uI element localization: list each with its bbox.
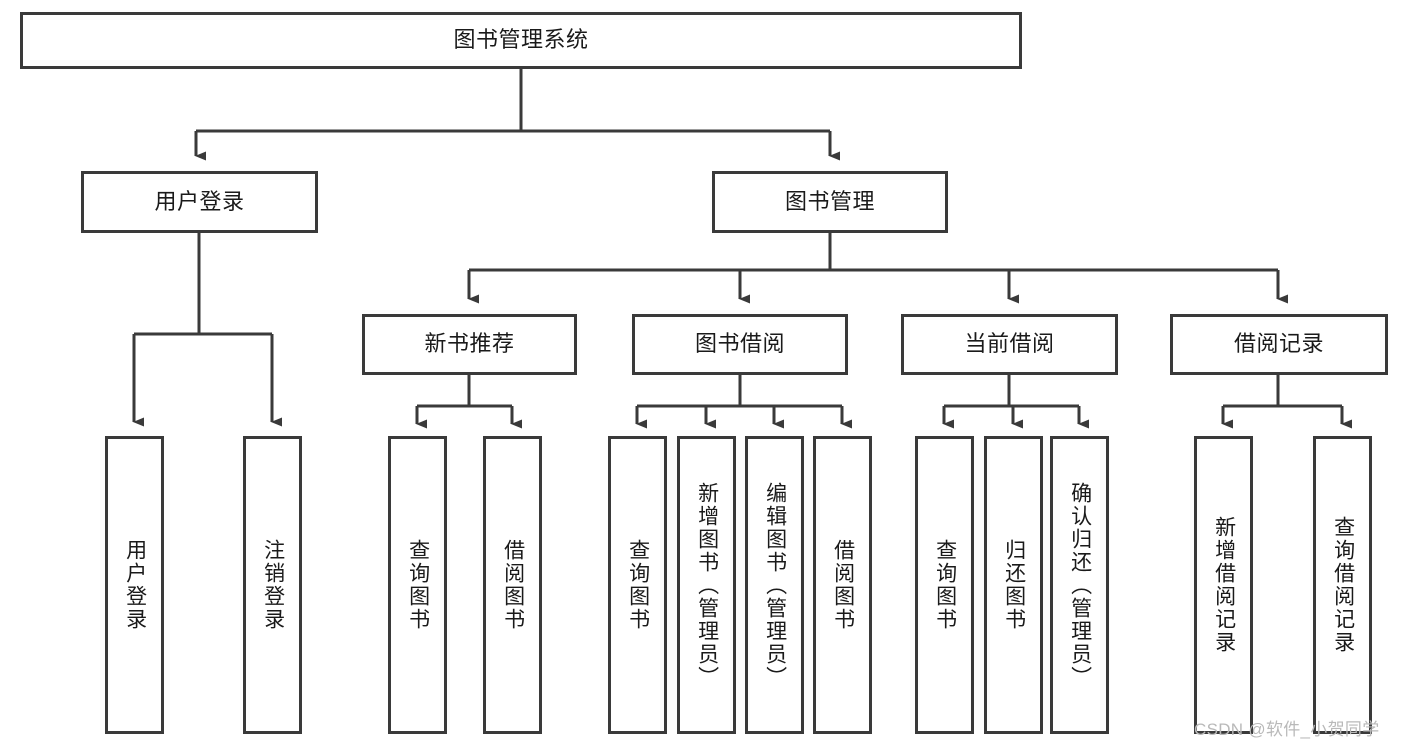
node-book-borrow[interactable]: 图书借阅	[632, 314, 848, 375]
node-leaf-edit-book-label: 编辑图书（管理员）	[763, 481, 787, 689]
node-root-label: 图书管理系统	[453, 27, 589, 53]
node-leaf-borrow-book-2-label: 借阅图书	[831, 539, 855, 631]
node-leaf-query-book-3-label: 查询图书	[933, 539, 957, 631]
node-leaf-user-logout-label: 注销登录	[261, 539, 285, 631]
node-current-borrow-label: 当前借阅	[964, 331, 1055, 357]
node-new-book-recommend-label: 新书推荐	[424, 331, 515, 357]
node-book-borrow-label: 图书借阅	[694, 331, 785, 357]
csdn-watermark: CSDN @软件_小贺同学	[1194, 720, 1380, 739]
node-leaf-add-book[interactable]: 新增图书（管理员）	[677, 436, 736, 734]
node-current-borrow[interactable]: 当前借阅	[901, 314, 1118, 375]
node-leaf-return-book[interactable]: 归还图书	[984, 436, 1043, 734]
node-borrow-record-label: 借阅记录	[1233, 331, 1324, 357]
node-leaf-add-record[interactable]: 新增借阅记录	[1194, 436, 1253, 734]
node-leaf-return-book-label: 归还图书	[1002, 539, 1026, 631]
node-book-manage[interactable]: 图书管理	[712, 171, 948, 233]
node-book-manage-label: 图书管理	[784, 188, 875, 214]
node-leaf-borrow-book-1-label: 借阅图书	[501, 539, 525, 631]
node-leaf-borrow-book-2[interactable]: 借阅图书	[813, 436, 872, 734]
node-leaf-query-book-1[interactable]: 查询图书	[388, 436, 447, 734]
node-borrow-record[interactable]: 借阅记录	[1170, 314, 1388, 375]
node-leaf-query-record[interactable]: 查询借阅记录	[1313, 436, 1372, 734]
node-leaf-query-book-3[interactable]: 查询图书	[915, 436, 974, 734]
node-leaf-confirm-return-label: 确认归还（管理员）	[1068, 481, 1092, 689]
node-leaf-query-book-2[interactable]: 查询图书	[608, 436, 667, 734]
node-leaf-query-record-label: 查询借阅记录	[1331, 516, 1355, 654]
node-leaf-user-login[interactable]: 用户登录	[105, 436, 164, 734]
node-leaf-query-book-2-label: 查询图书	[626, 539, 650, 631]
node-leaf-borrow-book-1[interactable]: 借阅图书	[483, 436, 542, 734]
node-leaf-user-login-label: 用户登录	[123, 539, 147, 631]
node-leaf-add-record-label: 新增借阅记录	[1212, 516, 1236, 654]
node-leaf-add-book-label: 新增图书（管理员）	[695, 481, 719, 689]
node-new-book-recommend[interactable]: 新书推荐	[362, 314, 577, 375]
node-leaf-query-book-1-label: 查询图书	[406, 539, 430, 631]
node-leaf-edit-book[interactable]: 编辑图书（管理员）	[745, 436, 804, 734]
node-user-login[interactable]: 用户登录	[81, 171, 318, 233]
node-user-login-label: 用户登录	[154, 188, 245, 214]
node-leaf-confirm-return[interactable]: 确认归还（管理员）	[1050, 436, 1109, 734]
node-root[interactable]: 图书管理系统	[20, 12, 1022, 69]
node-leaf-user-logout[interactable]: 注销登录	[243, 436, 302, 734]
